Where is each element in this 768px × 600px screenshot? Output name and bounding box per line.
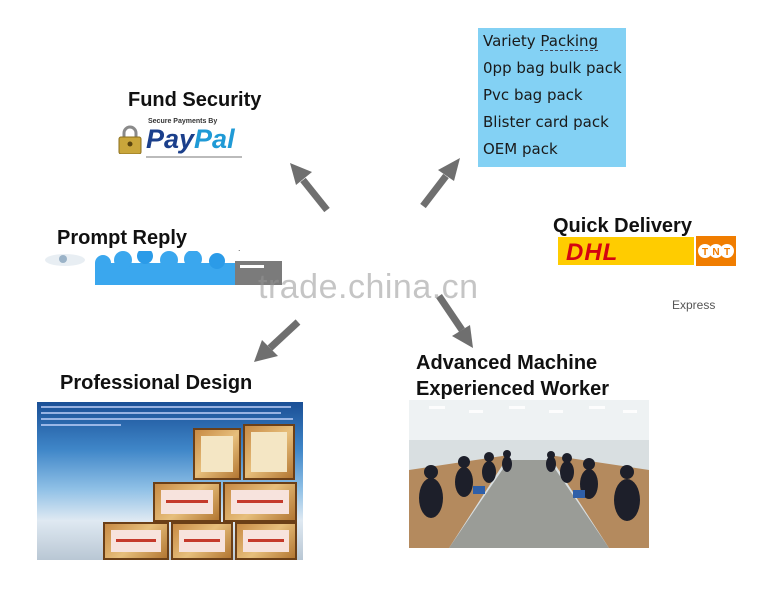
factory-workers-photo: [409, 400, 649, 548]
paypal-logo: Secure Payments By PayPal: [118, 118, 250, 158]
certificate-plaque: [193, 428, 241, 480]
certificates-photo: [37, 402, 303, 560]
messenger-icons-strip: [35, 251, 282, 285]
certificate-plaque: [243, 424, 295, 480]
express-text: Express: [672, 298, 716, 312]
padlock-icon: [118, 125, 142, 154]
prompt-reply-heading: Prompt Reply: [57, 227, 188, 249]
packing-title: Variety Packing: [478, 28, 626, 55]
tnt-logo: T N T: [696, 236, 736, 266]
certificate-plaque: [171, 522, 233, 560]
experienced-worker-heading: Experienced Worker: [416, 378, 610, 400]
tnt-letter: N: [712, 247, 719, 258]
dhl-logo: DHL: [558, 237, 694, 266]
packing-title-underlined: Packing: [540, 32, 599, 51]
fund-security-heading: Fund Security: [128, 89, 262, 111]
tnt-letter: T: [724, 247, 730, 258]
certificate-plaque: [223, 482, 297, 522]
paypal-brand-pal: Pal: [194, 124, 235, 154]
advanced-machine-heading: Advanced Machine: [416, 352, 598, 374]
packing-item: Pvc bag pack: [483, 86, 583, 104]
arrow-to-advanced-machine: [436, 294, 473, 348]
certificate-plaque: [103, 522, 169, 560]
packing-item: 0pp bag bulk pack: [483, 59, 622, 77]
arrow-to-packing: [420, 158, 460, 209]
packing-item: Blister card pack: [483, 113, 609, 131]
tnt-letter: T: [702, 247, 708, 258]
paypal-brand-pay: Pay: [146, 124, 195, 154]
arrow-to-professional-design: [254, 319, 301, 362]
quick-delivery-heading: Quick Delivery: [553, 215, 692, 237]
certificate-plaque: [235, 522, 297, 560]
secure-payments-text: Secure Payments By: [148, 118, 218, 125]
packing-title-text: Variety: [483, 32, 541, 50]
dhl-text: DHL: [566, 239, 619, 266]
watermark: trade.china.cn: [258, 268, 479, 306]
certificate-plaque: [153, 482, 221, 522]
certificates-photo-text-lines: [41, 406, 293, 426]
packing-options-box: Variety Packing 0pp bag bulk pack Pvc ba…: [478, 28, 626, 167]
courier-logos: DHL T N T Express: [540, 232, 740, 322]
arrow-to-fund-security: [290, 163, 330, 213]
professional-design-heading: Professional Design: [60, 372, 253, 394]
paypal-brand: PayPal: [146, 124, 235, 155]
paypal-underline: [146, 156, 242, 158]
packing-item: OEM pack: [483, 140, 558, 158]
